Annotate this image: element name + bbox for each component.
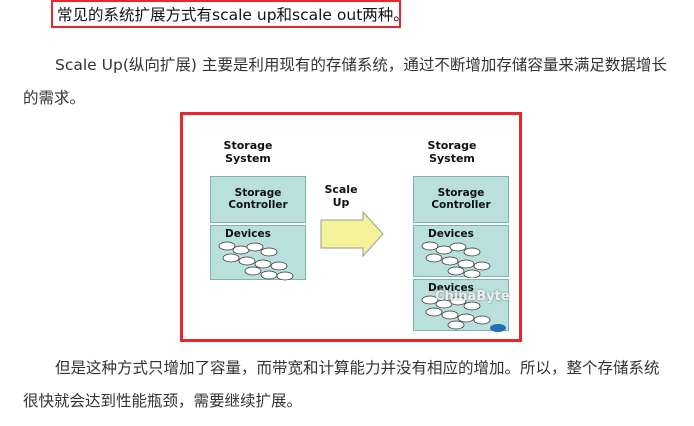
left-devices-panel: Devices [210,225,306,281]
right-disks-icon-2 [421,295,506,332]
left-system-title: Storage System [213,139,283,165]
arrow-label-line-2: Up [332,196,350,209]
right-devices-label-2: Devices [428,282,474,294]
left-disks-icon [218,241,294,281]
left-controller-label-line-2: Controller [228,199,288,211]
paragraph-1-line-2: 的需求。 [23,89,86,107]
figure-frame: Storage System Storage Controller Device… [180,112,522,342]
paragraph-2-line-2: 很快就会达到性能瓶颈，需要继续扩展。 [23,392,303,410]
highlighted-intro-text: 常见的系统扩展方式有scale up和scale out两种。 [57,6,409,24]
paragraph-2-line-1: 但是这种方式只增加了容量，而带宽和计算能力并没有相应的增加。所以，整个存储系统 [55,359,660,377]
left-system-title-line-1: Storage [223,139,273,152]
right-system-title-line-1: Storage [427,139,477,152]
right-controller-label-line-1: Storage [437,187,485,199]
left-controller-panel: Storage Controller [210,176,306,223]
left-controller-label-line-1: Storage [234,187,282,199]
right-devices-label-1: Devices [428,228,474,240]
arrow-label: Scale Up [315,183,367,209]
right-disks-icon-1 [421,241,491,278]
right-system-title-line-2: System [429,152,475,165]
watermark: ChinaByte [435,289,510,304]
right-controller-panel: Storage Controller [413,176,509,223]
right-controller-label-line-2: Controller [431,199,491,211]
right-devices-panel-1: Devices [413,225,509,278]
right-system-title: Storage System [417,139,487,165]
scale-up-arrow-icon [320,210,384,258]
highlight-box [51,0,401,28]
blue-disk-icon [490,324,506,332]
left-system-title-line-2: System [225,152,271,165]
arrow-label-line-1: Scale [324,183,358,196]
paragraph-1-line-1: Scale Up(纵向扩展) 主要是利用现有的存储系统，通过不断增加存储容量来满… [55,56,667,74]
left-devices-label: Devices [225,228,271,240]
right-devices-panel-2: Devices [413,279,509,332]
